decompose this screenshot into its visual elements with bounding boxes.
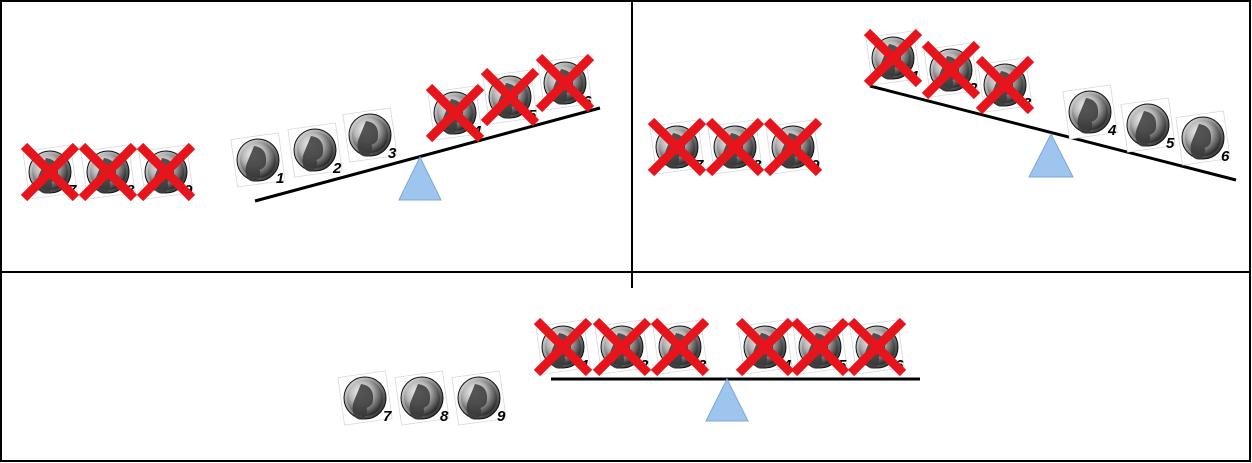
cross-mark (425, 83, 485, 143)
coin: 5 (790, 317, 850, 377)
fulcrum-triangle (1028, 132, 1074, 178)
coin: 6 (1175, 110, 1231, 166)
coin: 5 (480, 67, 540, 127)
coin-number-label: 7 (383, 408, 392, 425)
coin: 3 (650, 317, 710, 377)
panel-bottom: 789123456 (337, 317, 920, 426)
coin: 2 (592, 317, 652, 377)
coin: 8 (78, 142, 138, 202)
coin: 6 (847, 317, 907, 377)
off-scale-coins: 789 (20, 142, 196, 202)
cross-mark (863, 28, 923, 88)
left-pan-coins: 123 (863, 28, 1035, 115)
coin-number-label: 1 (276, 170, 284, 187)
panels-layer: 789123456789123456789123456 (20, 28, 1237, 426)
coin-portrait (466, 384, 488, 420)
coin: 8 (705, 117, 765, 177)
off-scale-coins: 789 (647, 117, 823, 177)
coin-number-label: 5 (1166, 135, 1175, 152)
coin-portrait (409, 384, 431, 420)
cross-mark (735, 317, 795, 377)
coin: 1 (863, 28, 923, 88)
cross-mark (650, 317, 710, 377)
cross-mark (847, 317, 907, 377)
coin-number-label: 2 (332, 160, 342, 177)
coin-portrait (1135, 111, 1157, 147)
coin-portrait (245, 146, 267, 182)
coin-number-label: 9 (497, 408, 506, 425)
coin-portrait (357, 121, 379, 157)
cross-mark (592, 317, 652, 377)
cross-mark (20, 142, 80, 202)
off-scale-coins: 7 8 9 (337, 370, 507, 426)
cross-mark (921, 40, 981, 100)
coin: 5 (1120, 97, 1176, 153)
coin: 8 (394, 370, 450, 426)
balance-beam (869, 84, 1237, 182)
cross-mark (535, 53, 595, 113)
cross-mark (480, 67, 540, 127)
coin: 9 (763, 117, 823, 177)
coin-number-label: 3 (388, 145, 397, 162)
coin-portrait (302, 136, 324, 172)
cross-mark (78, 142, 138, 202)
coin: 1 (230, 132, 286, 188)
coin: 7 (337, 370, 393, 426)
left-pan-coins: 123 (533, 317, 710, 377)
coin: 2 (287, 122, 343, 178)
cross-mark (975, 55, 1035, 115)
panel-top-left: 789 1 2 3 456 (20, 53, 601, 203)
balance-beam (254, 106, 601, 203)
cross-mark (705, 117, 765, 177)
coin: 7 (20, 142, 80, 202)
coin: 4 (1062, 84, 1118, 140)
coin: 4 (425, 83, 485, 143)
right-pan-coins: 456 (425, 53, 595, 143)
coin-portrait (352, 384, 374, 420)
coin: 2 (921, 40, 981, 100)
coin: 7 (647, 117, 707, 177)
coin: 3 (975, 55, 1035, 115)
panel-top-right: 789123456 (647, 28, 1237, 182)
coin-number-label: 4 (1107, 122, 1117, 139)
coin: 3 (342, 107, 398, 163)
coin: 4 (735, 317, 795, 377)
cross-mark (533, 317, 593, 377)
coin-number-label: 6 (1221, 148, 1230, 165)
cross-mark (790, 317, 850, 377)
coin: 6 (535, 53, 595, 113)
coin: 1 (533, 317, 593, 377)
fulcrum-triangle (398, 155, 442, 201)
cross-mark (647, 117, 707, 177)
coin-number-label: 8 (440, 408, 449, 425)
coin-portrait (1077, 98, 1099, 134)
coin: 9 (451, 370, 507, 426)
coin-portrait (1190, 124, 1212, 160)
right-pan-coins: 4 5 6 (1062, 84, 1231, 166)
cross-mark (763, 117, 823, 177)
left-pan-coins: 1 2 3 (230, 107, 398, 188)
right-pan-coins: 456 (735, 317, 907, 377)
fulcrum-triangle (705, 377, 749, 422)
cross-mark (136, 142, 196, 202)
coin: 9 (136, 142, 196, 202)
